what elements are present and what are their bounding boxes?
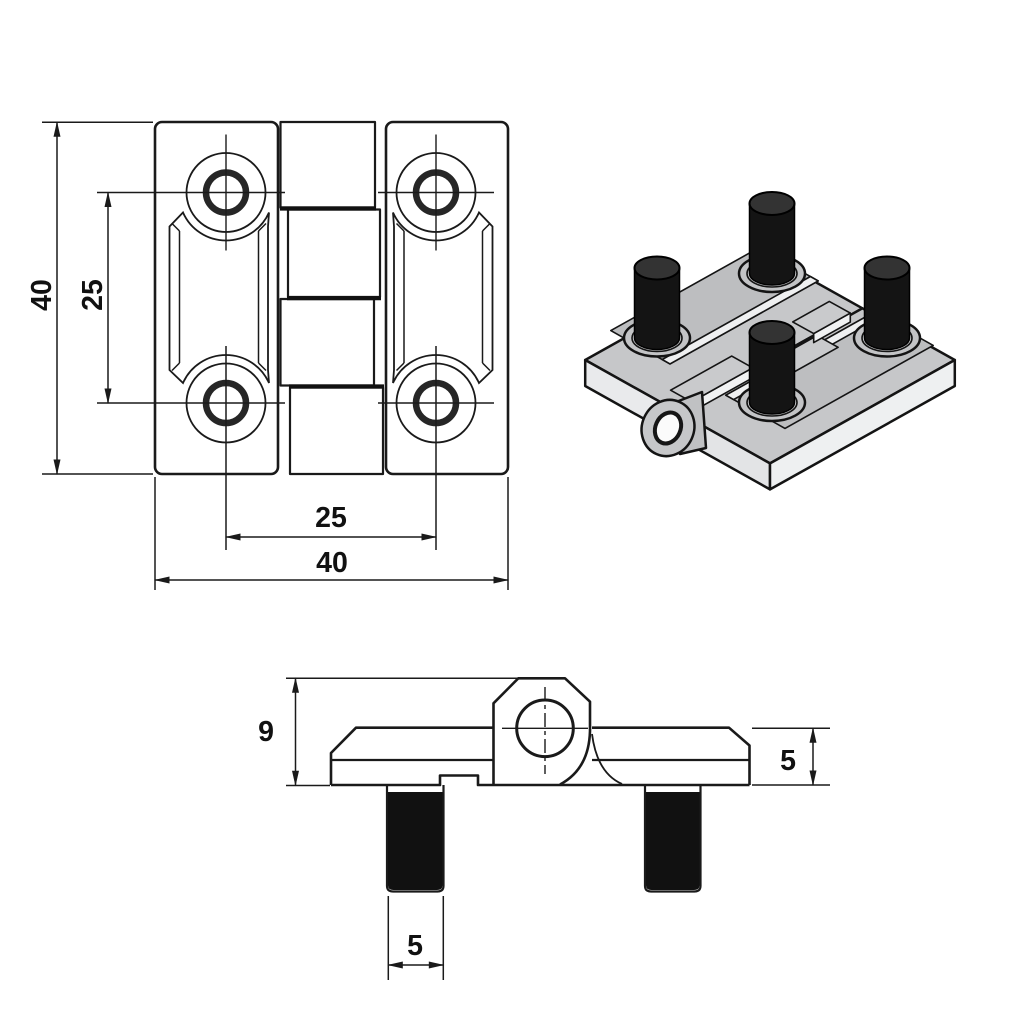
dim-label-vspacing-25: 25 (77, 279, 109, 311)
dim-label-width-40: 40 (316, 547, 348, 579)
side-right-leaf (592, 726, 751, 785)
iso-pin-hole (652, 410, 684, 446)
knuckle-segment-1 (279, 120, 377, 209)
side-stud-right (643, 785, 702, 893)
dim-label-height-40: 40 (26, 279, 58, 311)
iso-stud-left (622, 255, 692, 358)
dim-label-thickness-5: 5 (780, 745, 796, 777)
dim-label-stud-width-5: 5 (407, 930, 423, 962)
front-right-leaf (384, 120, 510, 476)
iso-hinge-barrel (640, 390, 708, 458)
iso-stud-back (737, 191, 807, 294)
front-view: 40 25 25 40 (26, 120, 510, 590)
front-view-dimensions: 40 25 25 40 (26, 121, 509, 590)
knuckle-segment-3 (279, 297, 376, 387)
side-knuckle-arc (559, 730, 592, 786)
dim-label-total-height-9: 9 (258, 716, 274, 748)
left-leaf-pocket (168, 210, 270, 385)
hole-centerlines (225, 134, 494, 404)
iso-stud-front (737, 320, 807, 423)
knuckle-segment-2 (286, 208, 382, 299)
side-bottom-edge (331, 774, 750, 787)
side-view-dimensions: 9 5 5 (258, 677, 830, 980)
right-leaf-pocket (392, 210, 494, 385)
iso-right-leaf-side-right (768, 358, 957, 491)
front-left-leaf (153, 120, 280, 476)
side-knuckle-fillet (591, 733, 623, 785)
side-knuckle (492, 677, 592, 785)
side-left-leaf (329, 726, 494, 785)
side-view: 9 5 5 (258, 677, 830, 980)
knuckle-segment-4 (288, 386, 385, 476)
right-leaf-pocket-groove (395, 222, 491, 372)
iso-left-pocket-wall (661, 275, 819, 365)
side-stud-left (385, 785, 445, 893)
iso-stud-right (852, 255, 922, 358)
left-leaf-pocket-groove (171, 222, 267, 372)
iso-view (583, 191, 957, 491)
dim-label-hspacing-25: 25 (315, 502, 347, 534)
